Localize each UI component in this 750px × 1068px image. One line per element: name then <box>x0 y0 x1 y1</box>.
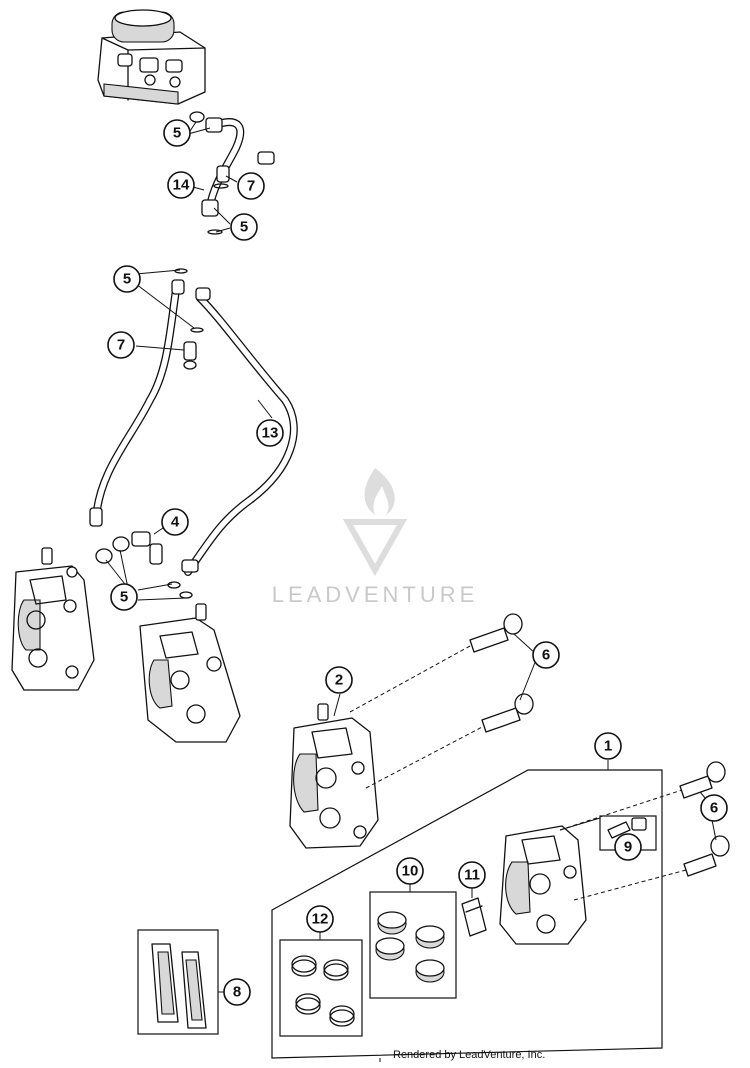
banjo-bolt-mid <box>183 341 197 370</box>
svg-text:6: 6 <box>542 647 550 664</box>
abs-modulator-unit <box>97 9 206 105</box>
svg-text:13: 13 <box>262 425 279 442</box>
svg-text:5: 5 <box>240 219 248 236</box>
dashed-guide-lines <box>349 645 687 1062</box>
callout-8: 8 <box>223 978 251 1006</box>
callout-5: 5 <box>110 583 138 611</box>
svg-text:11: 11 <box>464 867 480 884</box>
brake-caliper-right <box>139 603 241 743</box>
brake-caliper-left <box>11 547 95 691</box>
render-credit: Rendered by LeadVenture, Inc. <box>393 1049 545 1061</box>
callout-7: 7 <box>107 331 135 359</box>
brake-pads-8 <box>151 943 207 1029</box>
svg-text:5: 5 <box>120 589 128 606</box>
svg-text:14: 14 <box>173 177 190 194</box>
svg-text:7: 7 <box>117 337 125 354</box>
seal-rings-12 <box>291 955 355 1027</box>
caliper-bolts-6a <box>469 613 534 733</box>
callout-13: 13 <box>256 419 284 447</box>
banjo-bolts-top <box>216 151 275 183</box>
callout-9: 9 <box>614 833 642 861</box>
svg-text:5: 5 <box>123 271 131 288</box>
callout-6: 6 <box>532 641 560 669</box>
callout-7: 7 <box>237 172 265 200</box>
bleeder-valve-9 <box>607 817 647 839</box>
brake-hose-13 <box>89 279 298 576</box>
watermark-logo-icon <box>342 468 408 577</box>
callout-11: 11 <box>458 861 486 889</box>
svg-text:8: 8 <box>233 984 241 1001</box>
seals-box <box>279 939 363 1037</box>
callout-12: 12 <box>306 905 334 933</box>
brake-pads-box <box>137 929 219 1035</box>
callout-4: 4 <box>161 508 189 536</box>
svg-text:2: 2 <box>335 672 343 689</box>
callout-2: 2 <box>325 666 353 694</box>
pistons-box <box>369 891 457 999</box>
watermark-text: LEADVENTURE <box>272 582 479 607</box>
callout-14: 14 <box>167 171 195 199</box>
svg-text:1: 1 <box>604 738 612 755</box>
svg-text:4: 4 <box>171 514 180 531</box>
brake-caliper-2 <box>289 703 379 849</box>
banjo-bolt-4 <box>131 531 163 565</box>
caliper-bolts-6b <box>679 761 730 877</box>
assembly-box-1 <box>271 769 663 1059</box>
brake-caliper-assembly-1 <box>499 825 587 945</box>
svg-text:7: 7 <box>247 178 255 195</box>
pad-spring-11 <box>461 897 487 937</box>
callout-6: 6 <box>700 794 728 822</box>
callout-5: 5 <box>113 265 141 293</box>
callout-10: 10 <box>396 857 424 885</box>
svg-text:6: 6 <box>710 800 718 817</box>
svg-text:5: 5 <box>173 125 181 142</box>
svg-text:9: 9 <box>624 839 632 856</box>
svg-text:12: 12 <box>312 911 329 928</box>
brake-hose-14 <box>201 117 245 217</box>
callout-5: 5 <box>163 119 191 147</box>
callout-5: 5 <box>230 213 258 241</box>
svg-text:10: 10 <box>402 863 419 880</box>
sealing-washers-top <box>189 111 229 235</box>
callout-1: 1 <box>594 732 622 760</box>
watermark: LEADVENTURE <box>272 468 479 607</box>
pistons-10 <box>375 911 445 983</box>
